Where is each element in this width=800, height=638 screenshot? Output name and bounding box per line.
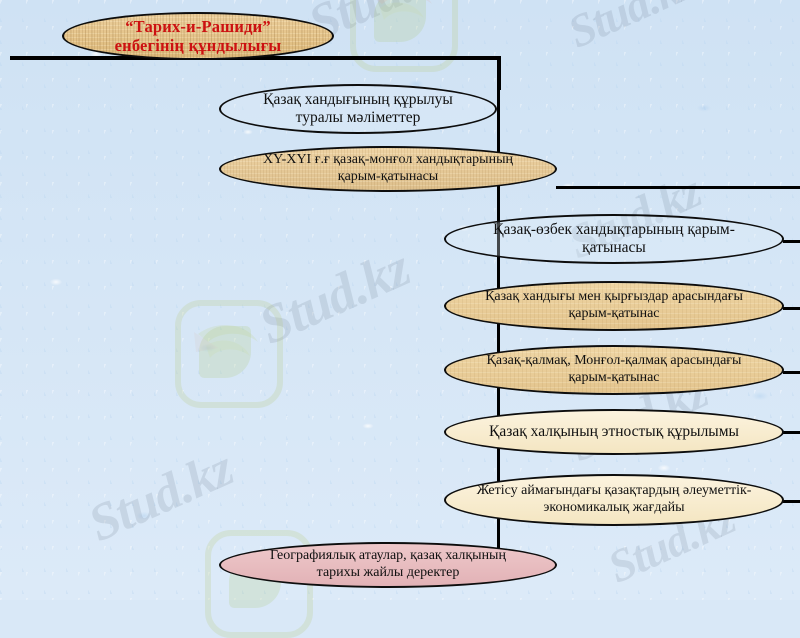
- connector-branch-right: [790, 186, 800, 189]
- node-3-label: Қазақ-өзбек хандықтарының қарым-қатынасы: [493, 220, 735, 256]
- connector-branch-right: [556, 186, 800, 189]
- connector-branch-right: [783, 500, 800, 503]
- node-7-label: Жетісу аймағындағы қазақтардың әлеуметті…: [476, 483, 752, 515]
- connector-branch-right: [783, 431, 800, 434]
- connector-spine: [497, 90, 500, 568]
- node-kazakh-ethnic-structure[interactable]: Қазақ халқының этностық құрылымы: [444, 409, 784, 455]
- connector-branch-right: [783, 240, 800, 243]
- node-title-label: “Тарих-и-Рашиди”енбегінің құндылығы: [114, 16, 282, 55]
- connector-branch-right: [783, 307, 800, 310]
- node-title[interactable]: “Тарих-и-Рашиди”енбегінің құндылығы: [62, 12, 334, 60]
- node-kazakh-uzbek-relations[interactable]: Қазақ-өзбек хандықтарының қарым-қатынасы: [444, 214, 784, 264]
- node-6-label: Қазақ халқының этностық құрылымы: [489, 422, 739, 440]
- connector-branch-right: [783, 371, 800, 374]
- node-zhetisu-socioeconomic[interactable]: Жетісу аймағындағы қазақтардың әлеуметті…: [444, 474, 784, 526]
- connector-title-down: [497, 56, 501, 90]
- connector-title-horizontal: [10, 56, 500, 60]
